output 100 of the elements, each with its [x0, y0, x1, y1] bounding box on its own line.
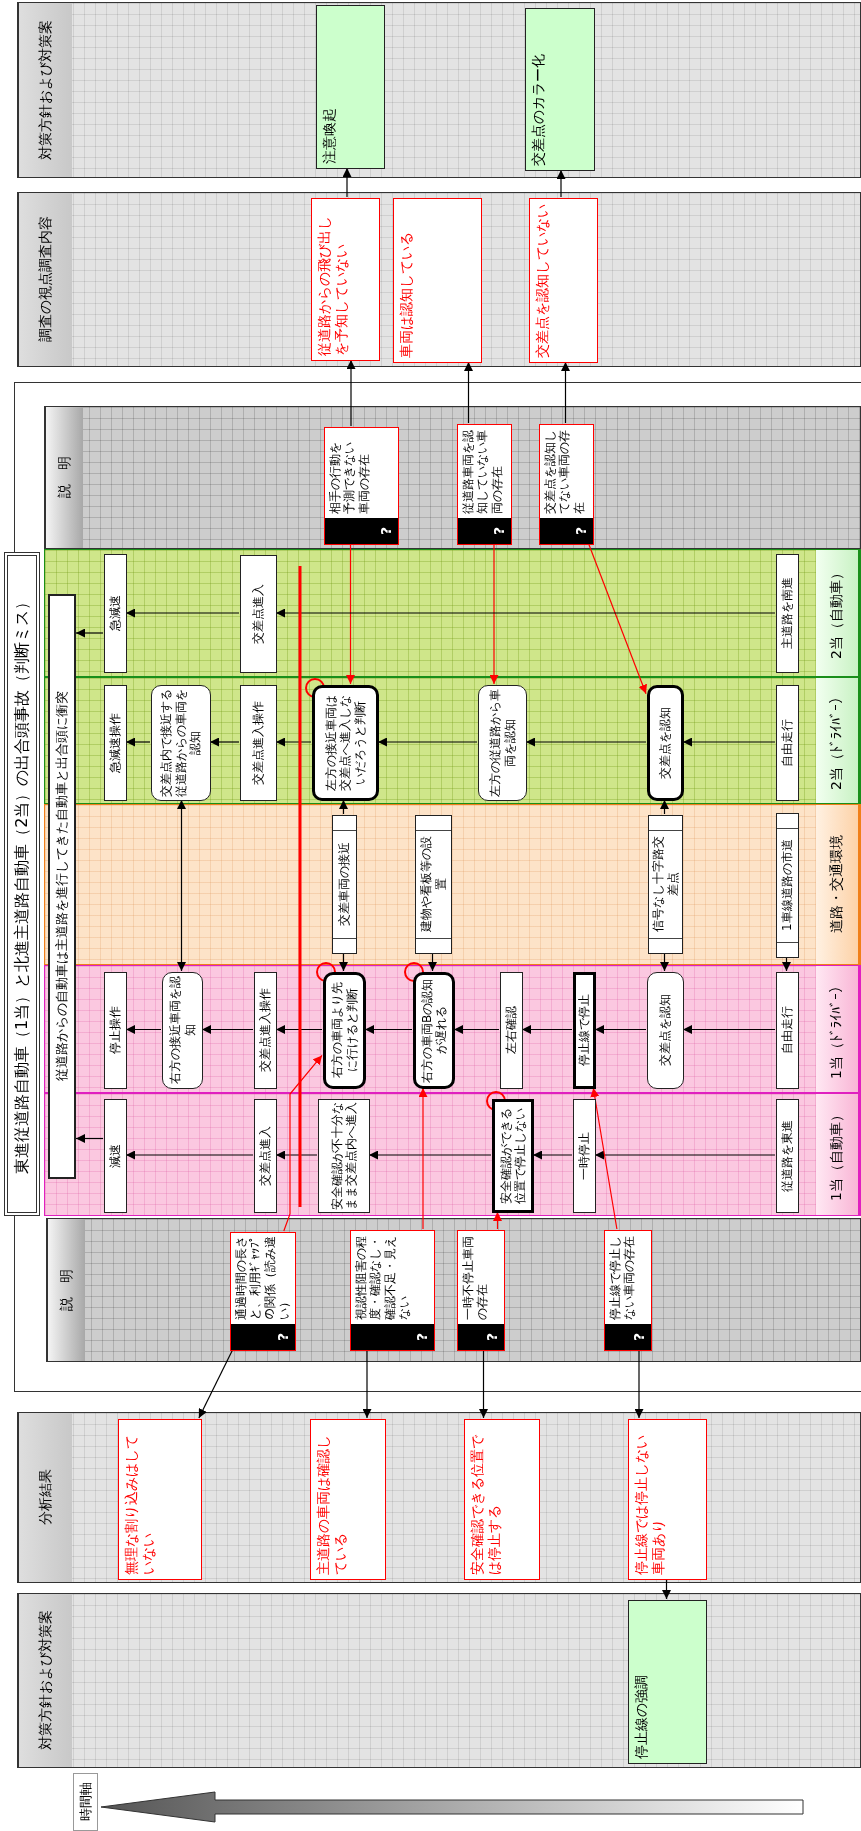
arrow — [561, 361, 570, 424]
arrow — [275, 1150, 318, 1160]
finding-box: 交差点を認知していない — [529, 198, 598, 363]
band-heading: 調査の視点調査内容 — [18, 193, 72, 366]
arrow — [556, 169, 566, 198]
arrow — [368, 1150, 492, 1160]
process-box: 自由走行 — [776, 685, 799, 801]
arrow — [364, 1025, 413, 1034]
callout-text: 相手の行動を予測できない車両の存在 — [327, 441, 372, 516]
rounded-box: 交差点内で接近する従道路からの車両を認知 — [151, 685, 211, 801]
question-mark-tab: ? — [540, 518, 593, 544]
swimlane — [44, 965, 861, 1093]
arrow — [521, 1025, 573, 1034]
callout-box — [604, 1230, 652, 1351]
arrow — [377, 737, 478, 747]
process-box: 主道路を南進 — [776, 554, 799, 673]
finding-box: 車両は認知している — [393, 198, 482, 363]
arrow — [275, 608, 776, 618]
callout-text: 視認性阻害の程度・確認なし・確認不足・見えない — [353, 1235, 413, 1322]
band-heading: 説 明 — [45, 407, 83, 548]
countermeasure-box: 注意喚起 — [316, 5, 385, 169]
arrow — [339, 952, 348, 972]
callout-box — [324, 427, 399, 545]
lane-heading: 道路・交通環境 — [816, 805, 860, 964]
arrow — [479, 1349, 488, 1419]
condition-box: 建物や看板等の設置 — [415, 815, 452, 954]
arrow — [75, 628, 104, 638]
lane-heading: 1当（自動車） — [816, 1094, 860, 1215]
process-box: 停止操作 — [104, 972, 127, 1089]
process-box: 急減速 — [104, 554, 127, 673]
arrow — [275, 737, 312, 747]
lane-heading: 1当（ﾄﾞﾗｲﾊﾞｰ） — [816, 966, 860, 1092]
arrow — [125, 608, 240, 618]
swimlane — [44, 1093, 861, 1216]
arrow — [588, 543, 647, 695]
rounded-box: 左方の従道路から車両を認知 — [478, 685, 527, 801]
finding-box: 停止線では停止しない車両あり — [628, 1419, 707, 1580]
question-mark-tab: ? — [231, 1324, 295, 1350]
arrow — [198, 1349, 234, 1419]
collision-box: 従道路からの自動車は主道路を進行してきた自動車と出合頭に衝突 — [48, 594, 76, 1179]
process-box: 左右確認 — [500, 972, 523, 1089]
arrow — [525, 737, 647, 747]
arrow — [782, 956, 791, 972]
arrow — [590, 1087, 618, 1230]
callout-text: 従道路車両を認知していない車両の存在 — [460, 429, 505, 516]
callout-box — [350, 1230, 435, 1351]
callout-text: 停止線で停止しない車両の存在 — [607, 1235, 638, 1322]
process-box: 安全確認ができる位置で停止しない — [492, 1099, 534, 1213]
arrow — [177, 799, 186, 972]
process-box: 交差点進入操作 — [240, 685, 277, 801]
arrow — [209, 737, 240, 747]
arrow — [660, 799, 669, 815]
question-mark-tab: ? — [325, 518, 398, 544]
callout-text: 一時不停止車両の存在 — [460, 1235, 491, 1322]
process-box: 停止線で停止 — [573, 972, 596, 1089]
finding-box: 無理な割り込みはしていない — [118, 1419, 202, 1580]
finding-box: 主道路の車両は確認している — [310, 1419, 386, 1580]
process-box: 交差点進入 — [254, 1099, 277, 1213]
arrow — [346, 359, 356, 427]
question-mark-tab: ? — [458, 518, 511, 544]
band-panel — [17, 1412, 861, 1583]
process-box: 急減速操作 — [104, 685, 127, 801]
arrow — [283, 1054, 323, 1232]
diagram-title: 東進従道路自動車（1当）と北進主道路自動車（2当）の出合頭事故（判断ミス） — [4, 552, 40, 1216]
arrow — [453, 1025, 500, 1034]
process-box: 交差点進入 — [240, 555, 277, 673]
question-mark-tab: ? — [458, 1324, 504, 1350]
arrow — [125, 1150, 254, 1160]
process-box: 一時停止 — [573, 1099, 596, 1213]
arrow — [489, 543, 499, 685]
arrow — [346, 543, 355, 685]
callout-box — [457, 1230, 505, 1351]
rounded-box: 交差点を認知 — [647, 972, 684, 1089]
band-heading: 対策方針および対策案 — [18, 1594, 72, 1767]
countermeasure-box: 停止線の強調 — [628, 1600, 707, 1764]
question-mark-tab: ? — [351, 1324, 434, 1350]
arrow — [125, 1025, 162, 1034]
band-heading: 説 明 — [47, 1219, 85, 1361]
process-box: 自由走行 — [776, 972, 799, 1089]
rounded-box: 左方の接近車両は交差点へ進入しないだろうと判断 — [312, 685, 379, 801]
arrow — [594, 1025, 647, 1034]
rounded-box: 右方の車両より先に行けると判断 — [323, 972, 366, 1089]
process-box: 交差点進入操作 — [254, 972, 277, 1089]
lane-heading: 2当（ﾄﾞﾗｲﾊﾞｰ） — [816, 678, 860, 803]
condition-box: 信号なし十字路交差点 — [648, 815, 683, 954]
rounded-box: 右方の車両Bの認知が遅れる — [413, 972, 455, 1089]
rounded-box: 右方の接近車両を認知 — [162, 972, 203, 1089]
condition-box: 1車線道路の市道 — [776, 813, 799, 958]
rounded-box: 交差点を認知 — [647, 685, 684, 801]
arrow — [75, 1134, 104, 1143]
condition-box: 交差車両の接近 — [332, 815, 357, 954]
band-panel — [17, 1593, 861, 1768]
arrow — [342, 167, 352, 198]
band-panel — [17, 192, 861, 367]
arrow — [493, 1211, 502, 1230]
arrow — [428, 952, 437, 972]
swimlane — [44, 549, 861, 677]
process-box: 減速 — [104, 1099, 127, 1213]
arrow — [201, 1025, 254, 1034]
arrow — [662, 1578, 671, 1600]
